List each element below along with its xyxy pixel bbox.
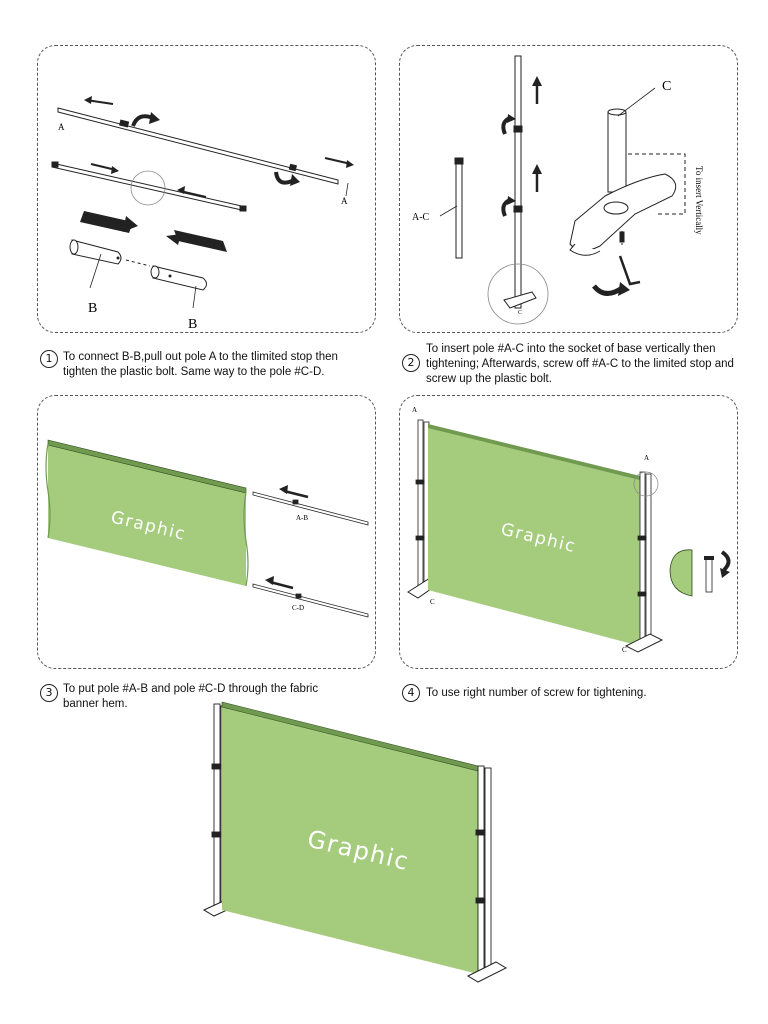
graphic-banner	[48, 444, 246, 586]
final-stand-illustration: Graphic	[202, 701, 508, 983]
label-vertical: To insert Vertically	[694, 166, 704, 235]
arrow-left-icon	[179, 190, 207, 198]
label-c-right: C	[622, 646, 627, 654]
step-2-panel: A-C C To insert Vertically C	[399, 45, 738, 333]
rotate-arrow-icon	[720, 550, 731, 572]
graphic-banner	[428, 426, 640, 646]
label-c: C	[662, 79, 671, 94]
label-a-left: A	[412, 406, 417, 414]
banner-wavy-edge	[243, 491, 249, 587]
rotate-arrow-icon-head	[149, 112, 160, 124]
step-4-number: 4	[402, 684, 420, 702]
detail-circle	[130, 170, 166, 206]
detail-circle	[487, 263, 549, 325]
banner-hem-top	[428, 424, 640, 480]
arrow-up-icon-head	[532, 76, 542, 86]
label-b-1: B	[88, 301, 97, 316]
step-4-illustration: Graphic A C A C	[407, 406, 731, 654]
step-3-illustration: Graphic A-B C-D	[45, 439, 369, 618]
rotate-arrow-icon-head	[618, 282, 630, 296]
rotate-arrow-icon-head	[720, 568, 730, 578]
final-graphic-banner	[222, 706, 486, 976]
label-a-2: A	[341, 196, 348, 206]
label-base-c: C	[518, 310, 522, 316]
arrow-up-icon-head	[532, 164, 542, 174]
label-b-2: B	[188, 317, 197, 332]
arrow-left-icon-head	[265, 576, 274, 585]
rotate-arrow-icon	[592, 284, 624, 296]
right-pole	[637, 471, 652, 643]
pole-cd	[252, 583, 369, 618]
label-ab: A-B	[296, 514, 308, 522]
label-cd: C-D	[292, 604, 304, 612]
arrow-right-icon-head	[111, 166, 119, 174]
label-ac: A-C	[412, 212, 430, 223]
arrow-right-icon-head	[346, 160, 354, 168]
arrow-left-icon-head	[177, 186, 185, 194]
pole-ab	[252, 491, 369, 526]
base-socket-detail	[569, 108, 677, 286]
rotate-arrow-icon-head	[507, 114, 516, 123]
step-2-caption: To insert pole #A-C into the socket of b…	[426, 343, 734, 385]
pole-ac	[454, 55, 523, 309]
banner-wavy-edge	[45, 443, 51, 539]
pole-a-upper	[57, 107, 339, 185]
arrow-left-icon-head	[279, 485, 288, 494]
right-base	[624, 633, 664, 653]
step-2-number: 2	[402, 354, 420, 372]
label-a-right: A	[644, 454, 649, 462]
label-c-left: C	[430, 598, 435, 606]
step-1-panel: A A	[37, 45, 376, 333]
final-right-base	[466, 961, 508, 983]
leader-line	[439, 205, 458, 217]
step-2-illustration: A-C C To insert Vertically C	[412, 55, 704, 325]
pole-b-lower	[51, 161, 247, 212]
arrow-left-icon	[283, 489, 309, 499]
arrow-left-icon-head	[84, 96, 92, 104]
step-4-caption: To use right number of screw for tighten…	[426, 687, 647, 699]
leader-line	[345, 182, 349, 197]
step-3-caption: To put pole #A-B and pole #C-D through t…	[63, 683, 319, 710]
step-1-caption: To connect B-B,pull out pole A to the tl…	[63, 351, 338, 378]
final-right-pole	[475, 765, 492, 975]
step-1-number: 1	[40, 350, 58, 368]
arrow-left-icon	[269, 580, 294, 590]
base-small	[503, 291, 537, 309]
step-4-panel: Graphic A C A C	[399, 395, 738, 669]
rotate-arrow-icon-head	[507, 196, 516, 205]
left-pole	[415, 419, 430, 589]
step-1-illustration: A A	[51, 96, 354, 332]
step-3-number: 3	[40, 684, 58, 702]
leader-line	[617, 87, 656, 117]
dashed-guide	[628, 153, 686, 215]
hem-detail	[669, 549, 714, 597]
pole-joint-detail	[69, 211, 227, 309]
label-a-1: A	[58, 122, 65, 132]
detail-circle	[633, 471, 659, 497]
rotate-arrow-icon-head	[290, 174, 300, 186]
step-3-panel: Graphic A-B C-D	[37, 395, 376, 669]
